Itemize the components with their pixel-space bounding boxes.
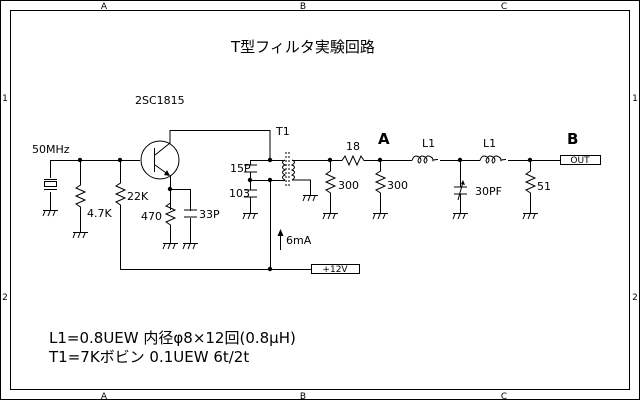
resistor-51-icon	[524, 160, 537, 213]
test-point-b: B	[567, 130, 578, 148]
zone-col-b-top: B	[300, 2, 306, 12]
supply-port	[311, 264, 360, 274]
resistor-18-icon	[330, 154, 380, 167]
current-arrow-icon	[277, 229, 284, 250]
resistor-18-label: 18	[346, 140, 360, 153]
crystal-frequency-label: 50MHz	[32, 143, 70, 156]
resistor-4k7-icon	[74, 160, 87, 232]
ground-icon	[522, 213, 538, 220]
trimmer-capacitor-30pf-label: 30PF	[475, 185, 502, 198]
ground-icon	[42, 210, 58, 217]
resistor-300-a-icon	[324, 160, 337, 213]
supply-port-label: +12V	[322, 265, 348, 275]
resistor-4k7-label: 4.7K	[87, 207, 112, 220]
note-l1-spec: L1=0.8UEW 内径φ8×12回(0.8μH)	[49, 329, 296, 347]
transistor-part-label: 2SC1815	[135, 94, 185, 107]
schematic-title: T型フィルタ実験回路	[230, 38, 375, 56]
resistor-470-icon	[164, 189, 177, 243]
resistor-300-b-icon	[374, 160, 387, 213]
zone-col-a-top: A	[101, 2, 108, 12]
ground-icon	[182, 243, 198, 250]
ground-icon	[372, 213, 388, 220]
output-port-label: OUT	[570, 156, 590, 166]
capacitor-15p-label: 15P	[230, 162, 251, 175]
ground-icon	[242, 213, 258, 220]
ground-icon	[72, 232, 88, 239]
zone-col-b-bottom: B	[300, 392, 306, 400]
inductor-l1-a-icon	[411, 155, 439, 164]
current-label: 6mA	[286, 234, 312, 247]
ground-icon	[162, 243, 178, 250]
capacitor-103-icon	[244, 180, 257, 213]
ground-icon	[302, 195, 318, 202]
inner-frame	[10, 10, 630, 390]
trimmer-capacitor-30pf-icon	[454, 160, 467, 213]
zone-col-c-top: C	[501, 2, 507, 12]
ground-icon	[452, 213, 468, 220]
resistor-300-b-label: 300	[387, 179, 408, 192]
crystal-icon	[44, 160, 57, 210]
inductor-l1-b-icon	[479, 155, 507, 164]
zone-row-2-left: 2	[2, 293, 8, 303]
transformer-label: T1	[275, 125, 290, 138]
test-point-a: A	[378, 130, 390, 148]
resistor-22k-label: 22K	[127, 190, 149, 203]
ground-icon	[322, 213, 338, 220]
inductor-l1-a-label: L1	[422, 137, 435, 150]
capacitor-33p-icon	[170, 189, 197, 243]
capacitor-103-label: 103	[229, 187, 250, 200]
zone-row-2-right: 2	[632, 293, 638, 303]
zone-row-1-left: 1	[2, 94, 8, 104]
resistor-51-label: 51	[537, 180, 551, 193]
zone-col-c-bottom: C	[501, 392, 507, 400]
transformer-icon	[282, 152, 330, 195]
inductor-l1-b-label: L1	[483, 137, 496, 150]
zone-col-a-bottom: A	[101, 392, 108, 400]
capacitor-33p-label: 33P	[199, 208, 220, 221]
resistor-22k-icon	[114, 160, 270, 270]
resistor-300-a-label: 300	[338, 179, 359, 192]
resistor-470-label: 470	[141, 210, 162, 223]
zone-row-1-right: 1	[632, 94, 638, 104]
output-port	[560, 155, 601, 165]
note-t1-spec: T1=7Kボビン 0.1UEW 6t/2t	[48, 348, 249, 366]
